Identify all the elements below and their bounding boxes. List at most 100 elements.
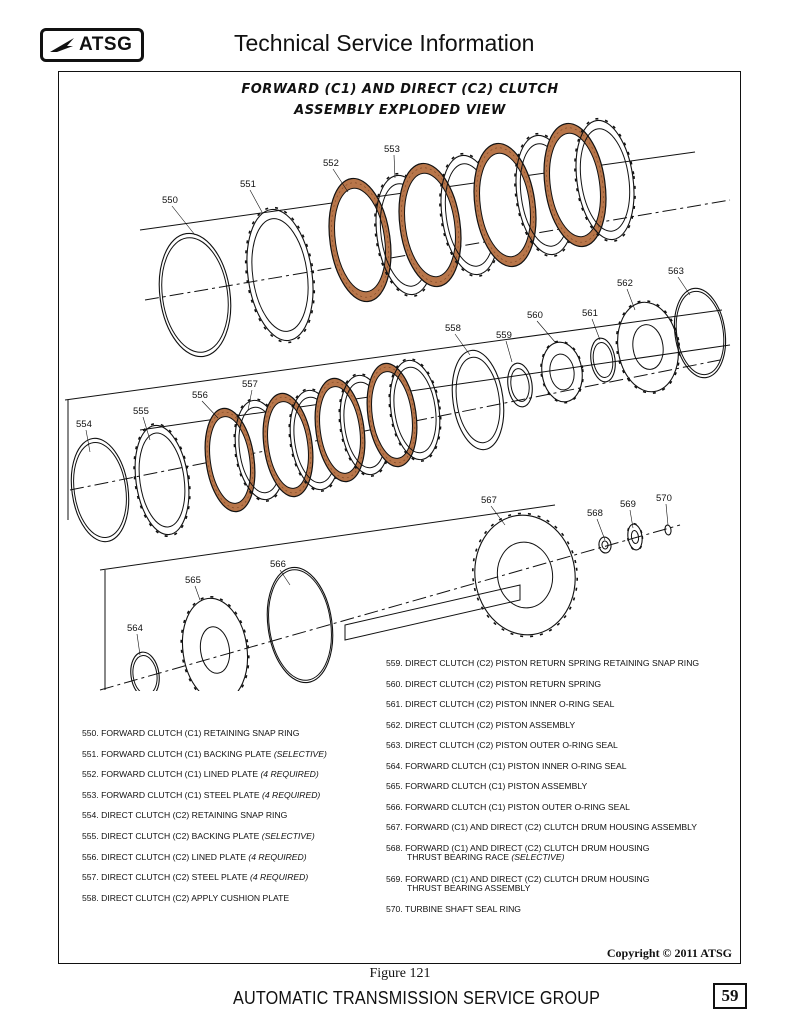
callout-number: 569 bbox=[620, 499, 636, 510]
backing-plate-551-part bbox=[246, 208, 314, 342]
turbine-shaft bbox=[344, 584, 521, 641]
legend-item: 565. FORWARD CLUTCH (C1) PISTON ASSEMBLY bbox=[386, 781, 587, 792]
callout-leader bbox=[393, 154, 396, 179]
legend-item-text: 563. DIRECT CLUTCH (C2) PISTON OUTER O-R… bbox=[386, 740, 618, 750]
lined-plate-556-part bbox=[206, 411, 254, 509]
legend-item: 558. DIRECT CLUTCH (C2) APPLY CUSHION PL… bbox=[82, 893, 289, 904]
legend-item-text: 556. DIRECT CLUTCH (C2) LINED PLATE bbox=[82, 851, 249, 862]
outer-oring-566 bbox=[266, 566, 334, 684]
return-spring-560-part bbox=[549, 353, 575, 391]
legend-item-text: 550. FORWARD CLUTCH (C1) RETAINING SNAP … bbox=[82, 728, 300, 738]
callout-number: 557 bbox=[242, 379, 258, 390]
legend-item-text: 560. DIRECT CLUTCH (C2) PISTON RETURN SP… bbox=[386, 678, 602, 689]
page-number: 59 bbox=[713, 983, 747, 1009]
callout-number: 568 bbox=[587, 508, 603, 519]
legend-item-note: (4 REQUIRED) bbox=[248, 851, 307, 862]
inner-oring-564 bbox=[130, 651, 160, 691]
legend-item: 554. DIRECT CLUTCH (C2) RETAINING SNAP R… bbox=[82, 810, 287, 821]
callout-number: 566 bbox=[270, 559, 286, 570]
steel-plate-553-part bbox=[574, 117, 636, 243]
callout-leader bbox=[505, 340, 513, 363]
legend-item: 564. FORWARD CLUTCH (C1) PISTON INNER O-… bbox=[386, 761, 627, 772]
inner-oring-561-part bbox=[590, 337, 616, 383]
lined-plate-552-part bbox=[476, 147, 534, 263]
figure-label: Figure 121 bbox=[369, 966, 431, 981]
snap-ring-550-part bbox=[161, 237, 229, 353]
callout-leader bbox=[596, 518, 606, 541]
legend-item: 556. DIRECT CLUTCH (C2) LINED PLATE (4 R… bbox=[82, 851, 307, 863]
legend-item: 553. FORWARD CLUTCH (C1) STEEL PLATE (4 … bbox=[82, 789, 320, 801]
steel-plate-557-part bbox=[388, 358, 442, 462]
lined-plate-556 bbox=[262, 392, 314, 498]
thrust-race-568-part bbox=[601, 540, 609, 550]
legend-item: 567. FORWARD (C1) AND DIRECT (C2) CLUTCH… bbox=[386, 822, 698, 833]
lined-plate-552 bbox=[543, 122, 607, 248]
lined-plate-552 bbox=[473, 142, 537, 268]
figure-title-line1: FORWARD (C1) AND DIRECT (C2) CLUTCH bbox=[241, 82, 559, 97]
legend-item-text: 561. DIRECT CLUTCH (C2) PISTON INNER O-R… bbox=[386, 699, 615, 709]
legend-item-text: 567. FORWARD (C1) AND DIRECT (C2) CLUTCH… bbox=[386, 822, 698, 832]
legend-item: 563. DIRECT CLUTCH (C2) PISTON OUTER O-R… bbox=[386, 740, 618, 751]
snap-ring-554-part bbox=[70, 437, 130, 543]
legend-item-note: (SELECTIVE) bbox=[261, 831, 315, 841]
drum-housing-567 bbox=[471, 512, 579, 638]
callout-number: 550 bbox=[162, 195, 178, 206]
legend-item-text-line2: THRUST BEARING RACE bbox=[407, 852, 512, 863]
callout-leader bbox=[85, 429, 91, 453]
lined-plate-552-part bbox=[401, 167, 459, 283]
thrust-bearing-569-part bbox=[630, 530, 640, 544]
legend-item-text: 562. DIRECT CLUTCH (C2) PISTON ASSEMBLY bbox=[386, 719, 576, 730]
legend-item-note: (SELECTIVE) bbox=[273, 748, 327, 759]
piston-assembly-562-part bbox=[632, 324, 664, 370]
legend-item: 569. FORWARD (C1) AND DIRECT (C2) CLUTCH… bbox=[386, 873, 650, 895]
callout-leader bbox=[629, 509, 634, 529]
callout-number: 563 bbox=[668, 266, 684, 277]
legend-item: 551. FORWARD CLUTCH (C1) BACKING PLATE (… bbox=[82, 748, 327, 760]
callout-leader bbox=[591, 318, 601, 341]
callout-number: 553 bbox=[384, 144, 400, 155]
snap-ring-550 bbox=[158, 232, 232, 358]
drum-housing-567-part bbox=[471, 512, 579, 638]
legend-item: 570. TURBINE SHAFT SEAL RING bbox=[386, 904, 521, 915]
legend-item-text: 551. FORWARD CLUTCH (C1) BACKING PLATE bbox=[82, 748, 274, 759]
legend-item-note: (SELECTIVE) bbox=[511, 852, 565, 863]
footer-company: AUTOMATIC TRANSMISSION SERVICE GROUP bbox=[233, 988, 601, 1008]
legend-item: 557. DIRECT CLUTCH (C2) STEEL PLATE (4 R… bbox=[82, 872, 308, 883]
callout-number: 552 bbox=[323, 158, 339, 169]
legend-item-note: (4 REQUIRED) bbox=[260, 769, 319, 780]
snap-ring-550-part bbox=[158, 232, 232, 358]
backing-plate-551-part bbox=[251, 218, 309, 332]
guide-line bbox=[64, 309, 723, 401]
legend-item-text: 559. DIRECT CLUTCH (C2) PISTON RETURN SP… bbox=[386, 658, 700, 668]
outer-oring-566-part bbox=[266, 566, 334, 684]
legend-item: 552. FORWARD CLUTCH (C1) LINED PLATE (4 … bbox=[82, 769, 319, 780]
inner-oring-561-part bbox=[592, 342, 614, 378]
backing-plate-555-part bbox=[133, 422, 191, 538]
steel-plate-557-part bbox=[393, 366, 437, 454]
lined-plate-552 bbox=[328, 177, 392, 303]
callout-number: 556 bbox=[192, 390, 208, 401]
legend-item-text: 553. FORWARD CLUTCH (C1) STEEL PLATE bbox=[82, 789, 263, 800]
figure-title-line2: ASSEMBLY EXPLODED VIEW bbox=[294, 103, 506, 118]
legend-item-text: 555. DIRECT CLUTCH (C2) BACKING PLATE bbox=[82, 831, 262, 841]
callout-number: 564 bbox=[127, 623, 143, 634]
snap-ring-559-part bbox=[510, 368, 530, 402]
legend-item-text: 552. FORWARD CLUTCH (C1) LINED PLATE bbox=[82, 769, 261, 780]
callout-leader bbox=[194, 585, 201, 601]
copyright-notice: Copyright © 2011 ATSG bbox=[606, 946, 732, 960]
callout-leader bbox=[249, 189, 263, 213]
piston-assembly-562-part bbox=[617, 301, 679, 393]
snap-ring-559-part bbox=[507, 362, 533, 408]
legend-item-text: 569. FORWARD (C1) AND DIRECT (C2) CLUTCH… bbox=[386, 873, 650, 884]
callout-number: 551 bbox=[240, 179, 256, 190]
snap-ring-559 bbox=[507, 362, 533, 408]
steel-plate-557-part bbox=[389, 359, 441, 461]
legend-item: 568. FORWARD (C1) AND DIRECT (C2) CLUTCH… bbox=[386, 843, 649, 864]
steel-plate-553-part bbox=[575, 119, 635, 241]
callout-number: 567 bbox=[481, 495, 497, 506]
legend-item: 561. DIRECT CLUTCH (C2) PISTON INNER O-R… bbox=[386, 699, 615, 710]
callout-number: 558 bbox=[445, 323, 461, 334]
legend-item: 559. DIRECT CLUTCH (C2) PISTON RETURN SP… bbox=[386, 658, 700, 669]
snap-ring-554-part bbox=[73, 441, 127, 539]
